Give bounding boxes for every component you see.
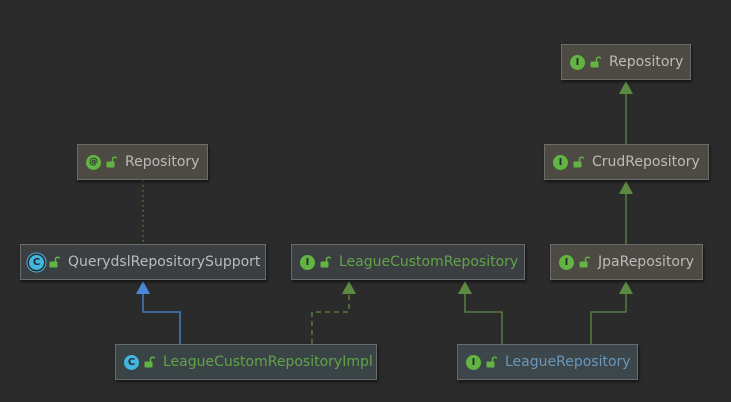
- unlocked-padlock-icon: [579, 256, 590, 268]
- unlocked-padlock-icon: [590, 56, 601, 68]
- edge-crud-to-repository: [619, 81, 633, 144]
- node-label: JpaRepository: [598, 254, 695, 270]
- node-label: Repository: [125, 154, 200, 170]
- unlocked-padlock-icon: [320, 256, 331, 268]
- edge-jpa-to-crud: [619, 181, 633, 244]
- unlocked-padlock-icon: [144, 356, 155, 368]
- interface-icon: I: [553, 154, 568, 170]
- interface-icon: I: [300, 254, 315, 270]
- class-icon: C: [124, 354, 139, 370]
- node-label: CrudRepository: [592, 154, 700, 170]
- annotation-icon: @: [86, 154, 101, 170]
- unlocked-padlock-icon: [49, 256, 60, 268]
- interface-icon: I: [466, 354, 481, 370]
- unlocked-padlock-icon: [106, 156, 117, 168]
- abstract-class-icon: C: [29, 254, 44, 270]
- edge-impl-implements-custom: [311, 281, 356, 344]
- node-label: LeagueCustomRepository: [339, 254, 519, 270]
- edge-league-repository-to-custom: [458, 281, 503, 344]
- node-repository-annotation[interactable]: @ Repository: [77, 144, 208, 180]
- node-league-repository[interactable]: I LeagueRepository: [457, 344, 638, 380]
- unlocked-padlock-icon: [573, 156, 584, 168]
- node-label: Repository: [609, 54, 684, 70]
- edge-league-repository-to-jpa: [590, 281, 633, 344]
- node-label: LeagueRepository: [505, 354, 631, 370]
- interface-icon: I: [559, 254, 574, 270]
- node-label: LeagueCustomRepositoryImpl: [163, 354, 373, 370]
- node-league-custom-repository-impl[interactable]: C LeagueCustomRepositoryImpl: [115, 344, 377, 380]
- node-crud-repository[interactable]: I CrudRepository: [544, 144, 709, 180]
- interface-icon: I: [570, 54, 585, 70]
- node-jpa-repository[interactable]: I JpaRepository: [550, 244, 703, 280]
- edge-impl-extends-support: [136, 281, 181, 344]
- node-querydsl-repository-support[interactable]: C QuerydslRepositorySupport: [20, 244, 266, 280]
- node-repository-interface[interactable]: I Repository: [561, 44, 691, 80]
- unlocked-padlock-icon: [486, 356, 497, 368]
- node-league-custom-repository[interactable]: I LeagueCustomRepository: [291, 244, 525, 280]
- node-label: QuerydslRepositorySupport: [68, 254, 261, 270]
